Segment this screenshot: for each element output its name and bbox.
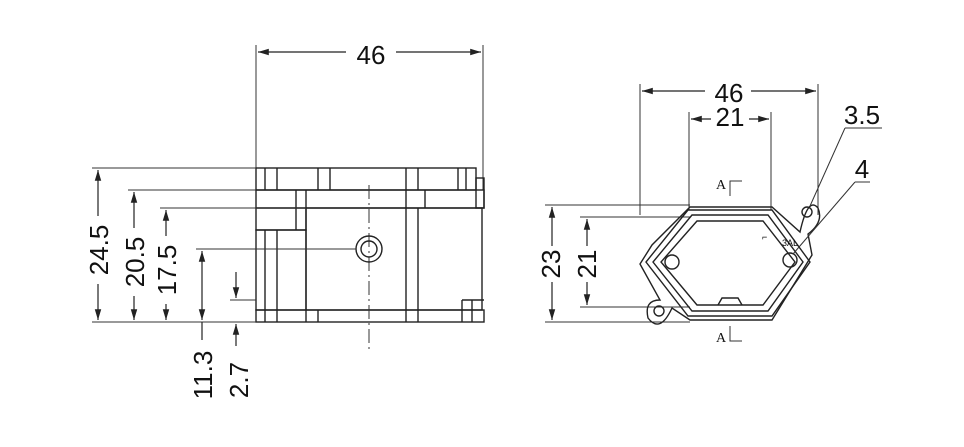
height-24-5-label: 24.5 [84, 225, 114, 276]
flange-hole-bottom [653, 305, 665, 317]
flange-outline [639, 204, 821, 325]
housing-outer [645, 209, 811, 317]
height-20-5-label: 20.5 [120, 237, 150, 288]
label-bg [346, 38, 396, 68]
housing-inner [660, 220, 796, 306]
section-mark-top: A [716, 178, 742, 196]
section-mark-bottom: A [716, 326, 742, 346]
front-width-21-label: 21 [716, 102, 745, 132]
screw-hole-left [664, 254, 680, 270]
side-body [255, 167, 485, 323]
marking-tick: ⌐ [762, 232, 767, 242]
marking-text: 3AL [782, 238, 798, 248]
latch [717, 297, 743, 306]
svg-text:A: A [716, 331, 727, 346]
hole-4-label: 4 [855, 154, 869, 184]
height-2-7-label: 2.7 [224, 362, 254, 398]
front-height-23-label: 23 [536, 250, 566, 279]
width-46-label: 46 [357, 40, 386, 70]
height-11-3-label: 11.3 [188, 351, 218, 400]
svg-text:A: A [716, 178, 727, 193]
front-width-46-label: 46 [715, 78, 744, 108]
front-view: 46 21 23 21 [536, 78, 882, 346]
leader-4 [792, 181, 856, 255]
flange-hole-top [801, 206, 813, 218]
hole-3-5-label: 3.5 [844, 100, 880, 130]
leader-3-5 [809, 127, 846, 207]
front-height-21-label: 21 [572, 250, 602, 279]
height-17-5-label: 17.5 [152, 245, 182, 296]
screw-hole-right [782, 252, 798, 268]
side-view: 46 [82, 38, 485, 409]
housing-mid [652, 214, 804, 312]
